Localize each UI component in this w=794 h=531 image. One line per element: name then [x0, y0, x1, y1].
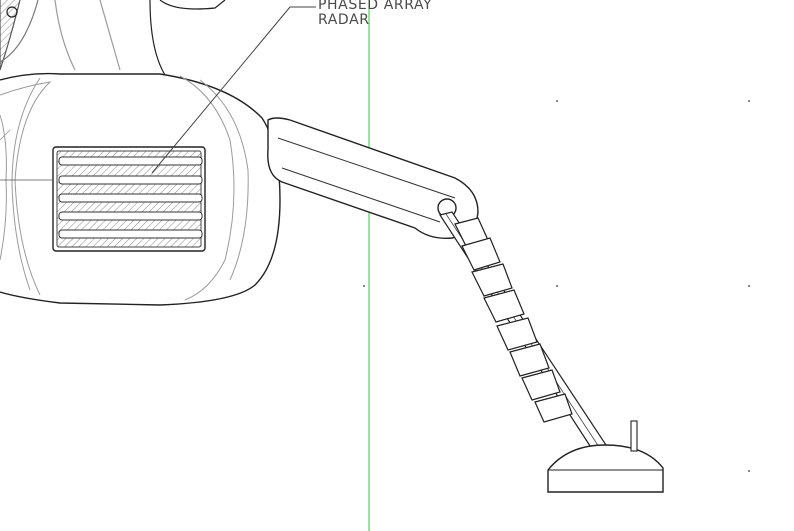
reference-dots: [363, 100, 750, 472]
label-line-1: PHASED ARRAY: [318, 0, 433, 13]
phased-array-radar-panel: [52, 146, 206, 252]
foot-pad: [547, 420, 664, 493]
lower-leg-piston: [439, 211, 609, 453]
upper-hull-fragment: [0, 0, 226, 76]
annotation-leader-line: [151, 6, 316, 174]
radar-body: [0, 72, 281, 306]
phased-array-radar-label: PHASED ARRAY RADAR: [318, 0, 432, 28]
label-line-2: RADAR: [318, 12, 370, 28]
